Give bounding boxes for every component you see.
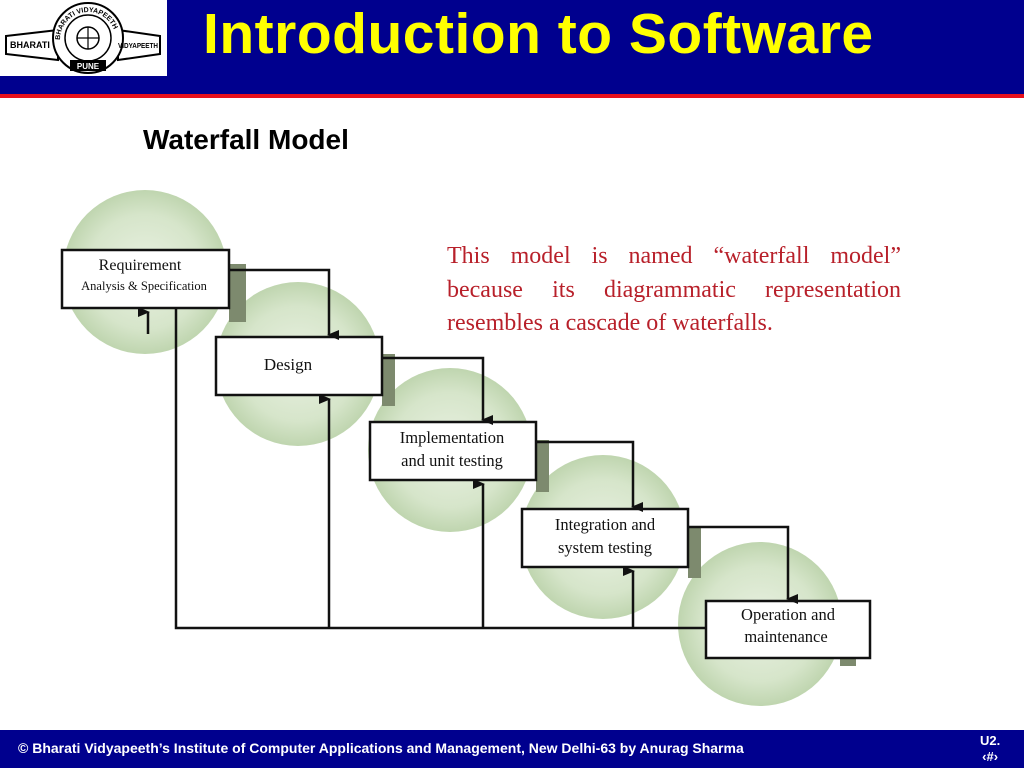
slide-title: Introduction to Software (203, 2, 874, 66)
stage-label-requirement: Requirement (99, 257, 182, 274)
stage-shadow (382, 354, 395, 406)
stage-sublabel-integration: system testing (558, 538, 652, 557)
logo-right-text: VIDYAPEETH (118, 41, 158, 50)
stage-sublabel-requirement: Analysis & Specification (81, 279, 207, 293)
cascade-arrow (688, 525, 798, 604)
stage-shadow (229, 264, 246, 322)
slide-number: U2. ‹#› (980, 733, 1000, 765)
stage-box-design (214, 335, 384, 397)
stage-box-integration (520, 507, 690, 569)
stage-box-operation (704, 599, 872, 660)
cascade-arrow (382, 356, 493, 425)
stage-label-integration: Integration and (555, 515, 656, 534)
slide-number-placeholder: ‹#› (982, 749, 999, 764)
footer-bar: © Bharati Vidyapeeth’s Institute of Comp… (0, 730, 1024, 768)
logo-bottom-text: PUNE (77, 62, 100, 71)
stage-label-implementation: Implementation (400, 428, 504, 447)
stage-label-operation: Operation and (741, 605, 836, 624)
stage-sublabel-operation: maintenance (744, 627, 827, 646)
feedback-line (174, 308, 706, 630)
slide-number-unit: U2. (980, 733, 1001, 748)
cascade-arrow (229, 268, 339, 340)
stage-label-design: Design (264, 355, 313, 374)
waterfall-diagram: Requirement Analysis & Specification Des… (60, 190, 872, 706)
slide-subtitle: Waterfall Model (143, 124, 349, 155)
institute-logo: BHARATI VIDYAPEETH BHARATI VIDYAPEETH PU… (0, 0, 167, 76)
logo-left-text: BHARATI (10, 40, 50, 50)
stage-box-implementation (368, 420, 538, 482)
cascade-arrow (536, 440, 643, 512)
model-description: This model is named “waterfall model” be… (447, 243, 901, 336)
footer-copyright: © Bharati Vidyapeeth’s Institute of Comp… (18, 740, 744, 756)
stage-shadow (536, 440, 549, 492)
stage-box-requirement (60, 248, 231, 310)
header-bar (0, 0, 1024, 94)
header-accent-line (0, 94, 1024, 98)
stage-sublabel-implementation: and unit testing (401, 451, 503, 470)
stage-shadow (688, 526, 701, 578)
